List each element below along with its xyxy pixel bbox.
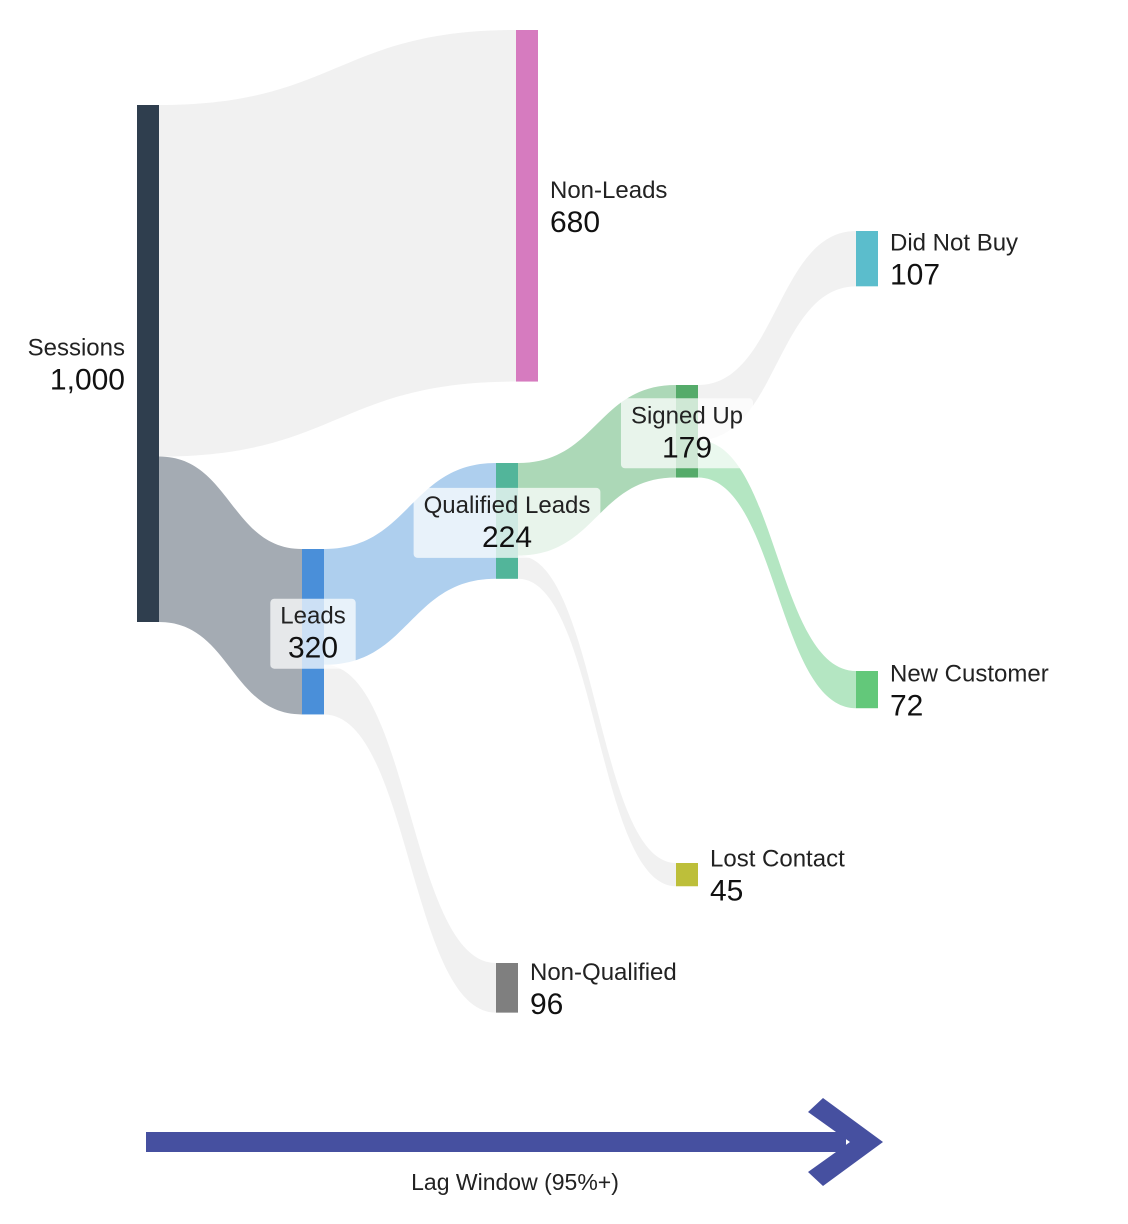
link-sessions-non_leads [159,30,516,457]
link-signed_up-new_customer [698,440,856,709]
node-non_leads [516,30,538,382]
node-value-leads: 320 [288,632,338,665]
node-sessions [137,105,159,622]
node-name-lost_contact: Lost Contact [710,846,845,873]
node-value-sessions: 1,000 [50,364,125,397]
lag-window-label: Lag Window (95%+) [411,1169,619,1195]
node-value-signed_up: 179 [662,431,712,464]
node-name-leads: Leads [280,603,345,630]
node-value-new_customer: 72 [890,690,923,723]
arrow-shaft [146,1132,846,1152]
node-value-qualified: 224 [482,521,532,554]
node-name-sessions: Sessions [28,335,125,362]
lag-window-arrow: Lag Window (95%+) [146,1098,883,1195]
link-qualified-lost_contact [518,555,676,887]
node-new_customer [856,671,878,709]
node-value-non_qualified: 96 [530,988,563,1021]
node-name-signed_up: Signed Up [631,402,743,429]
node-value-non_leads: 680 [550,206,600,239]
label-bg-qualified [413,487,601,558]
node-did_not_buy [856,231,878,287]
node-name-qualified: Qualified Leads [424,492,591,519]
node-non_qualified [496,963,518,1013]
node-name-non_qualified: Non-Qualified [530,959,677,986]
arrow-head-icon [808,1098,883,1186]
node-name-new_customer: New Customer [890,661,1049,688]
label-bg-signed_up [620,398,754,469]
node-value-did_not_buy: 107 [890,259,940,292]
node-value-lost_contact: 45 [710,875,743,908]
link-leads-non_qualified [324,664,496,1013]
link-signed_up-did_not_buy [698,231,856,441]
node-lost_contact [676,863,698,887]
link-sessions-leads [159,456,302,715]
node-name-did_not_buy: Did Not Buy [890,230,1018,257]
label-bg-leads [270,598,356,669]
node-name-non_leads: Non-Leads [550,177,667,204]
